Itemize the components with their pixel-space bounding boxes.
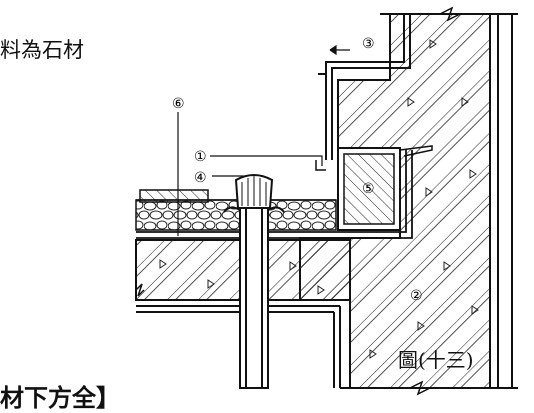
callout-6: ⑥: [172, 96, 185, 112]
callout-1: ①: [194, 149, 207, 165]
bottom-caption: 材下方全】: [0, 383, 120, 412]
leader-lines: [177, 44, 350, 236]
metal-flashing: [318, 14, 411, 160]
ceiling-lines: [136, 305, 341, 388]
callout-2: ②: [410, 288, 423, 304]
callout-labels: ① ② ③ ④ ⑤ ⑥: [172, 36, 423, 304]
callout-5: ⑤: [362, 181, 375, 197]
roof-drain-detail-drawing: ① ② ③ ④ ⑤ ⑥: [135, 6, 518, 396]
callout-4: ④: [194, 170, 207, 186]
figure-caption: 圖(十三): [398, 348, 474, 372]
stone-paving: [136, 189, 336, 203]
sealant-backer-block: [337, 147, 401, 231]
roof-drain: [223, 174, 285, 389]
flashing-edge: [315, 145, 433, 171]
callout-3: ③: [362, 36, 375, 52]
waterproof-membrane: [136, 150, 413, 239]
top-caption: 料為石材: [0, 38, 84, 62]
gravel-layer: [135, 199, 337, 231]
